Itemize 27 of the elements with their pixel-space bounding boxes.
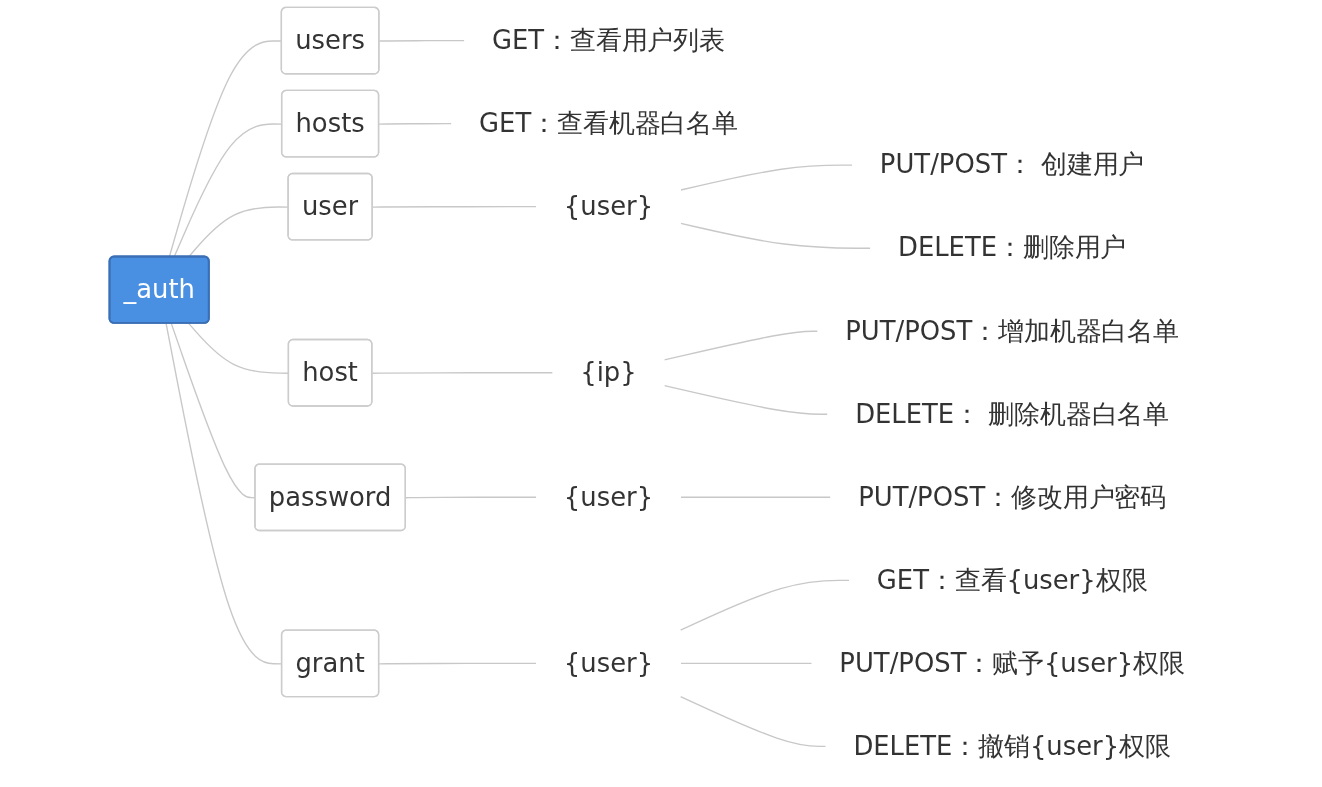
node-text: DELETE： 删除机器白名单	[855, 398, 1170, 430]
node-text: {user}	[563, 647, 654, 679]
node-text: DELETE：删除用户	[897, 232, 1127, 263]
connector	[663, 384, 829, 415]
connector	[679, 579, 850, 631]
node-text: GET：查看用户列表	[492, 24, 725, 56]
node-text: DELETE：撤销{user}权限	[853, 730, 1171, 762]
connector	[680, 222, 871, 249]
connector	[680, 164, 853, 191]
connector	[405, 496, 537, 499]
node-text: GET：查看机器白名单	[479, 107, 738, 139]
node-text: PUT/POST：赋予{user}权限	[839, 647, 1185, 679]
node-text: {user}	[563, 481, 654, 513]
connector	[378, 39, 465, 42]
connector	[679, 695, 827, 748]
connector	[680, 496, 832, 498]
node-text: GET：查看{user}权限	[876, 564, 1148, 596]
node-text: {ip}	[580, 357, 637, 388]
connector	[378, 662, 537, 665]
node-text: PUT/POST： 创建用户	[879, 149, 1145, 180]
connector	[371, 372, 554, 374]
node-text: PUT/POST：增加机器白名单	[845, 315, 1179, 346]
node-text: PUT/POST：修改用户密码	[858, 481, 1167, 513]
connector	[663, 330, 819, 361]
connector	[680, 662, 813, 665]
connector	[378, 122, 453, 125]
node-text: {user}	[563, 190, 654, 222]
